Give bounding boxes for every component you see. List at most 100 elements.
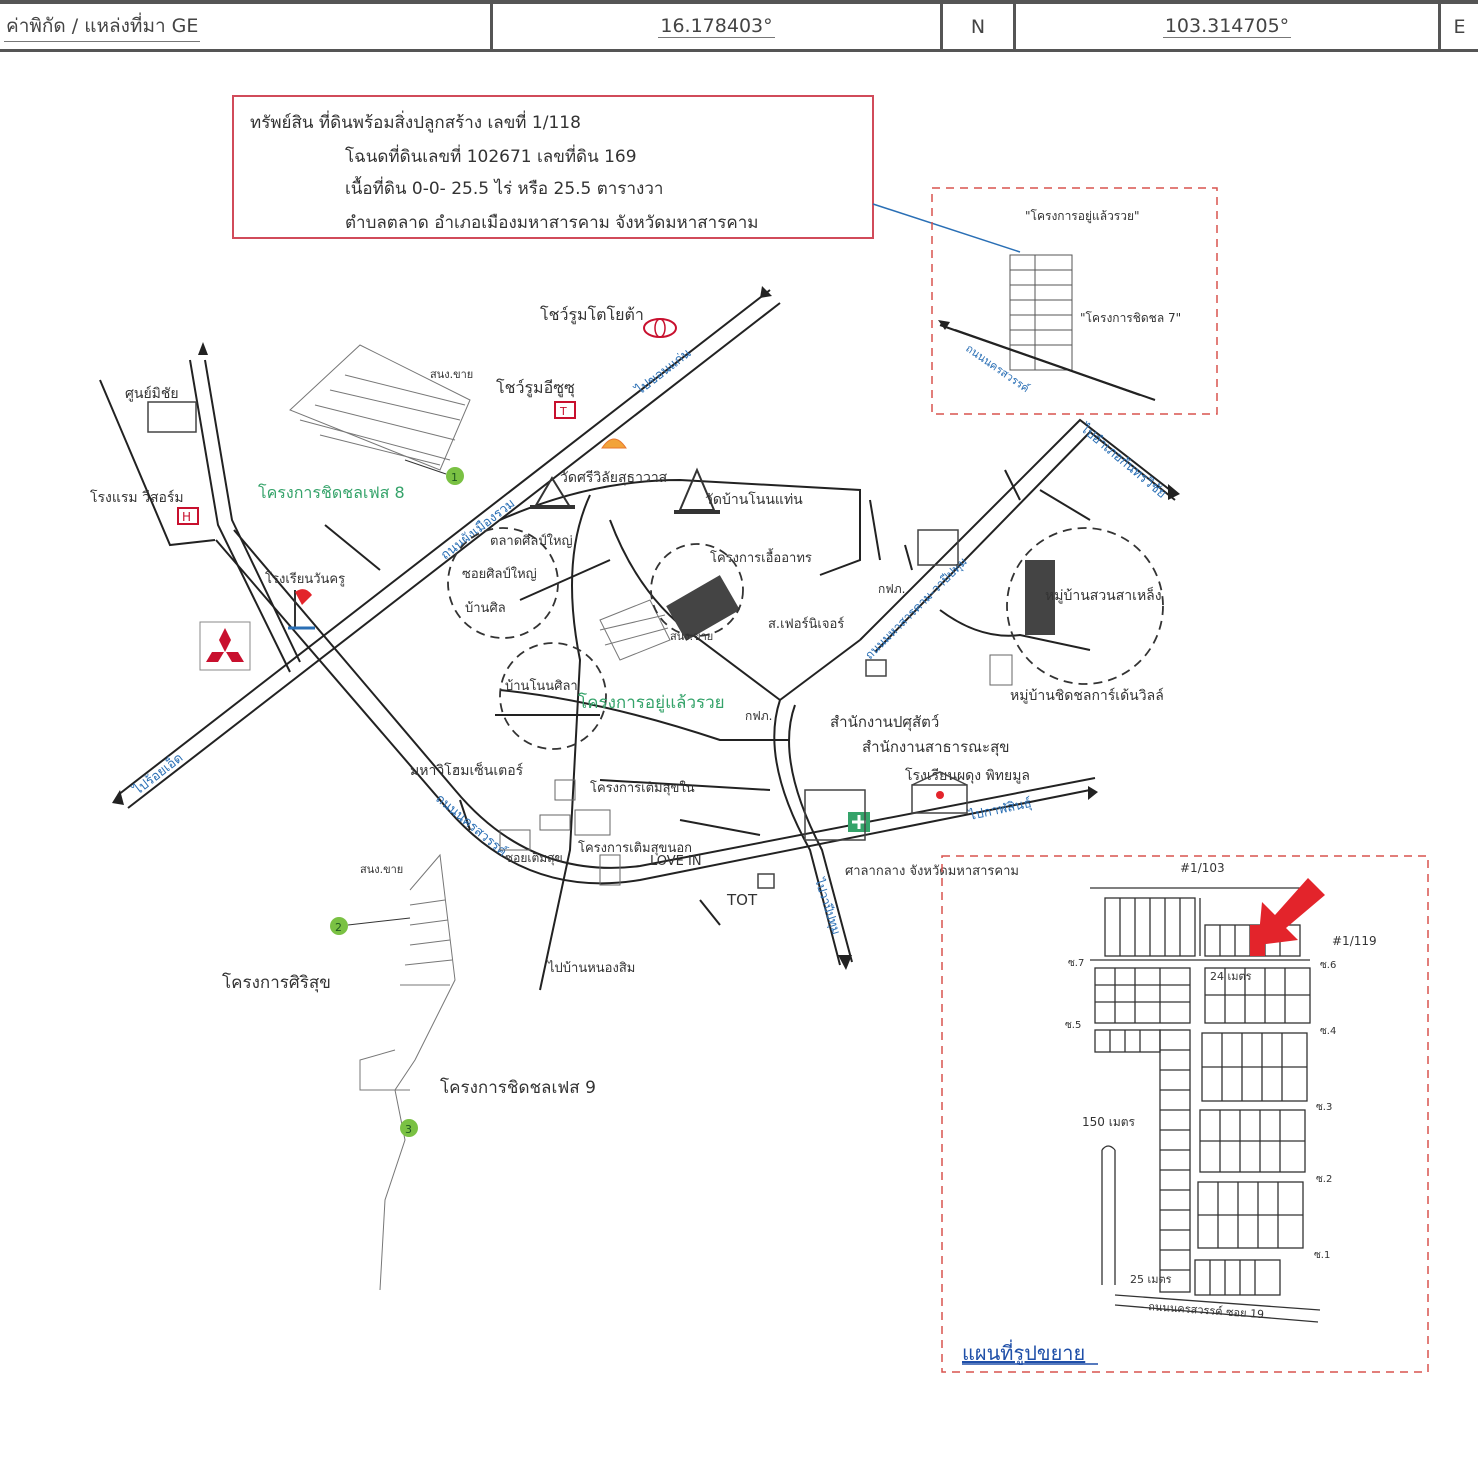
label-gas: กฟภ. [745,709,773,723]
svg-text:3: 3 [405,1123,412,1136]
label-soi-term: ซอยเติมสุข [505,851,563,866]
svg-text:H: H [182,510,191,524]
longitude-cell: 103.314705° [1016,4,1438,49]
label-baan-noen: บ้านโนนศิลา [505,678,578,694]
label-pea: กฟภ. [878,582,906,596]
label-school-2: โรงเรียนผดุง พิทยมูล [905,767,1030,784]
label-health: สำนักงานสาธารณะสุข [862,738,1010,757]
dense-block [666,560,1055,641]
label-sale-office: สนง.ขาย [430,368,473,381]
label-market: ตลาดศิลป์ใหญ่ [490,533,573,549]
label-sale-office-2: สนง.ขาย [670,630,713,643]
project-blocks [289,344,671,1291]
road-label-south: ไปวาปีปทุม [811,876,844,937]
road-arrows [112,286,1180,970]
label-livestock: สำนักงานปศุสัตว์ [830,713,939,732]
road-label-left: ไปร้อยเอ็ด [129,748,186,798]
road-network [99,289,1176,991]
temple-icon [674,467,720,514]
cell-divider [1438,4,1441,49]
label-isuzu: โชว์รูมอีซูซุ [496,378,575,398]
label-home-center: มหาวิโฮมเซ็นเตอร์ [410,761,524,779]
inset-label-a: "โครงการอยู่แล้วรวย" [1025,209,1140,224]
source-label: ค่าพิกัด / แหล่งที่มา GE [4,11,201,42]
road-label-kk: ถนนผังเมืองรวม [438,495,518,563]
longitude-value: 103.314705° [1162,15,1292,38]
target-arrow-icon [1258,878,1325,945]
longitude-direction: E [1453,15,1466,38]
label-to-baan: ไปบ้านหนองสิม [547,960,635,976]
label-chidchon8: โครงการชิดชลเฟส 8 [258,483,405,502]
info-line-2: โฉนดที่ดินเลขที่ 102671 เลขที่ดิน 169 [345,144,637,167]
label-project-green: โครงการอยู่แล้วรวย [578,692,725,713]
info-line-4: ตำบลตลาด อำเภอเมืองมหาสารคาม จังหวัดมหาส… [345,213,758,233]
label-school: โรงเรียนวันครู [265,571,345,587]
hospital-icon: H [177,507,199,525]
road-label-ne: ไปอำเภอกันทรวิชัย [1077,420,1170,502]
plot-label-a: #1/103 [1180,861,1225,875]
road-label-main: ถนนนครสวรรค์ [432,791,510,860]
school-building-icon [911,771,968,814]
longitude-dir-cell: E [1441,4,1478,49]
label-village-right-2: หมู่บ้านชิดชลการ์เด้นวิลล์ [1010,687,1164,704]
marker-3-icon: 3 [400,1119,418,1137]
label-wat2: วัดบ้านโนนแท่น [705,491,803,508]
enlarged-plan [1090,887,1321,1323]
source-cell: ค่าพิกัด / แหล่งที่มา GE [4,4,488,49]
label-project-mid: โครงการเอื้ออาทร [710,548,812,566]
shell-logo-icon [601,438,627,449]
label-wat1: วัดศรีวิลัยสุธาวาส [560,470,668,486]
inset-label-b: "โครงการชิดชล 7" [1080,311,1181,325]
enlarged-map-title: แผนที่รูปขยาย [962,1339,1085,1366]
label-sale-office-3: สนง.ขาย [360,863,403,876]
latitude-value: 16.178403° [658,15,775,38]
side-label-6: ซ.1 [1314,1250,1330,1261]
isuzu-logo-icon: T [554,401,576,419]
distance-label: 150 เมตร [1082,1115,1136,1129]
road-width-a: 24 เมตร [1210,970,1252,983]
label-hospital: โรงแรม วีสอร์ม [90,489,184,506]
side-label-2: ซ.5 [1065,1020,1081,1031]
label-center: ศูนย์มิชัย [125,385,179,402]
label-tot: TOT [726,891,758,909]
health-cross-icon [848,812,870,832]
label-chidchon9: โครงการชิดชลเฟส 9 [440,1077,596,1098]
cell-divider [940,4,943,49]
plot-label-b: #1/119 [1332,934,1377,948]
marker-2-icon: 2 [330,917,411,935]
road-width-b: 25 เมตร [1130,1273,1172,1286]
small-building-blocks [499,654,1013,886]
inset-road-edge [954,329,1156,401]
label-proj-out: โครงการเติมสุขนอก [578,840,692,856]
coordinate-bar: ค่าพิกัด / แหล่งที่มา GE 16.178403° N 10… [0,0,1478,52]
label-court: ศาลากลาง จังหวัดมหาสารคาม [845,864,1019,879]
top-inset-frame [931,187,1218,415]
highlight-circles [447,527,1164,750]
toyota-logo-icon [643,318,677,338]
side-label-1: ซ.6 [1320,960,1336,971]
road-label-top: ไปขอนแก่น [632,345,694,399]
side-label-0: ซ.7 [1068,958,1084,969]
school-flag-icon [288,589,315,630]
svg-text:2: 2 [335,921,342,934]
side-label-3: ซ.4 [1320,1026,1336,1037]
cell-divider [490,4,493,49]
latitude-dir-cell: N [943,4,1013,49]
label-toyota: โชว์รูมโตโยต้า [540,305,644,325]
temple-icon [530,476,575,509]
property-info-box [232,95,874,239]
latitude-direction: N [970,15,986,38]
road-label-right: ไปกาฬสินธุ์ [967,795,1034,824]
plot-square [147,401,959,889]
label-furniture: ส.เฟอร์นิเจอร์ [768,616,844,632]
svg-text:T: T [559,405,567,418]
bottom-inset-frame [941,855,1429,1373]
svg-text:1: 1 [451,471,458,484]
top-inset-blocks [1009,254,1073,371]
side-label-5: ซ.2 [1316,1174,1332,1185]
street-label: ถนนนครสวรรค์ ซอย 19 [1148,1300,1265,1321]
side-label-4: ซ.3 [1316,1102,1332,1113]
info-pointer-line [872,203,1021,253]
latitude-cell: 16.178403° [493,4,940,49]
